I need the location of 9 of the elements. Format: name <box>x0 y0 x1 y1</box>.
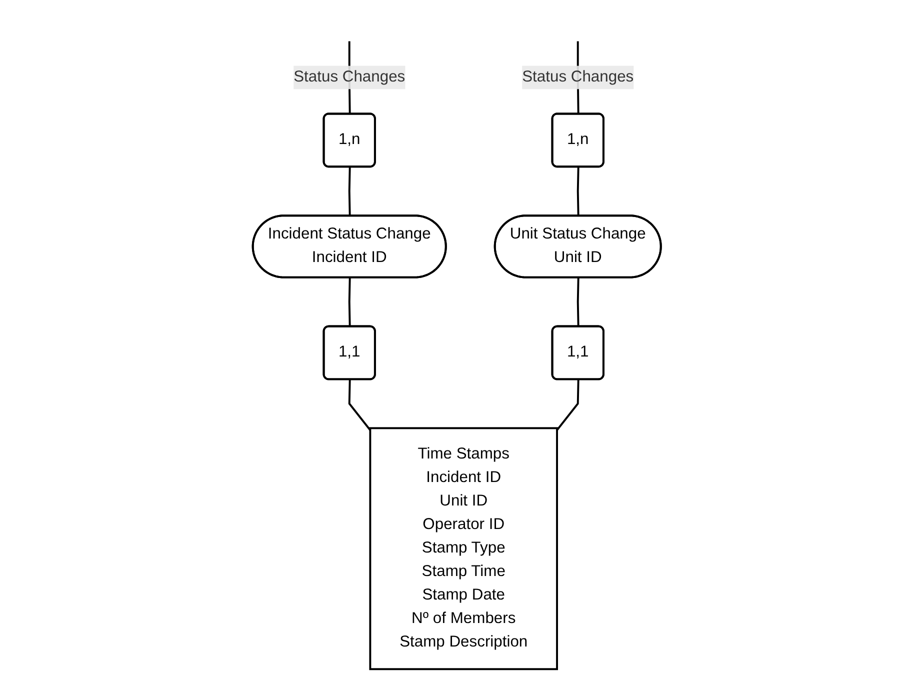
node-box: Time Stamps Incident ID Unit ID Operator ID Stamp Type Stamp Time Stamp Date Nº of Members Stamp Description <box>368 427 558 670</box>
edge-label: Status Changes <box>522 68 634 86</box>
connector <box>348 167 350 216</box>
connector <box>576 167 579 216</box>
connector <box>348 278 350 327</box>
connector <box>348 380 371 431</box>
edge-label: Status Changes <box>293 68 405 86</box>
connector <box>576 278 579 327</box>
connector <box>556 380 579 431</box>
